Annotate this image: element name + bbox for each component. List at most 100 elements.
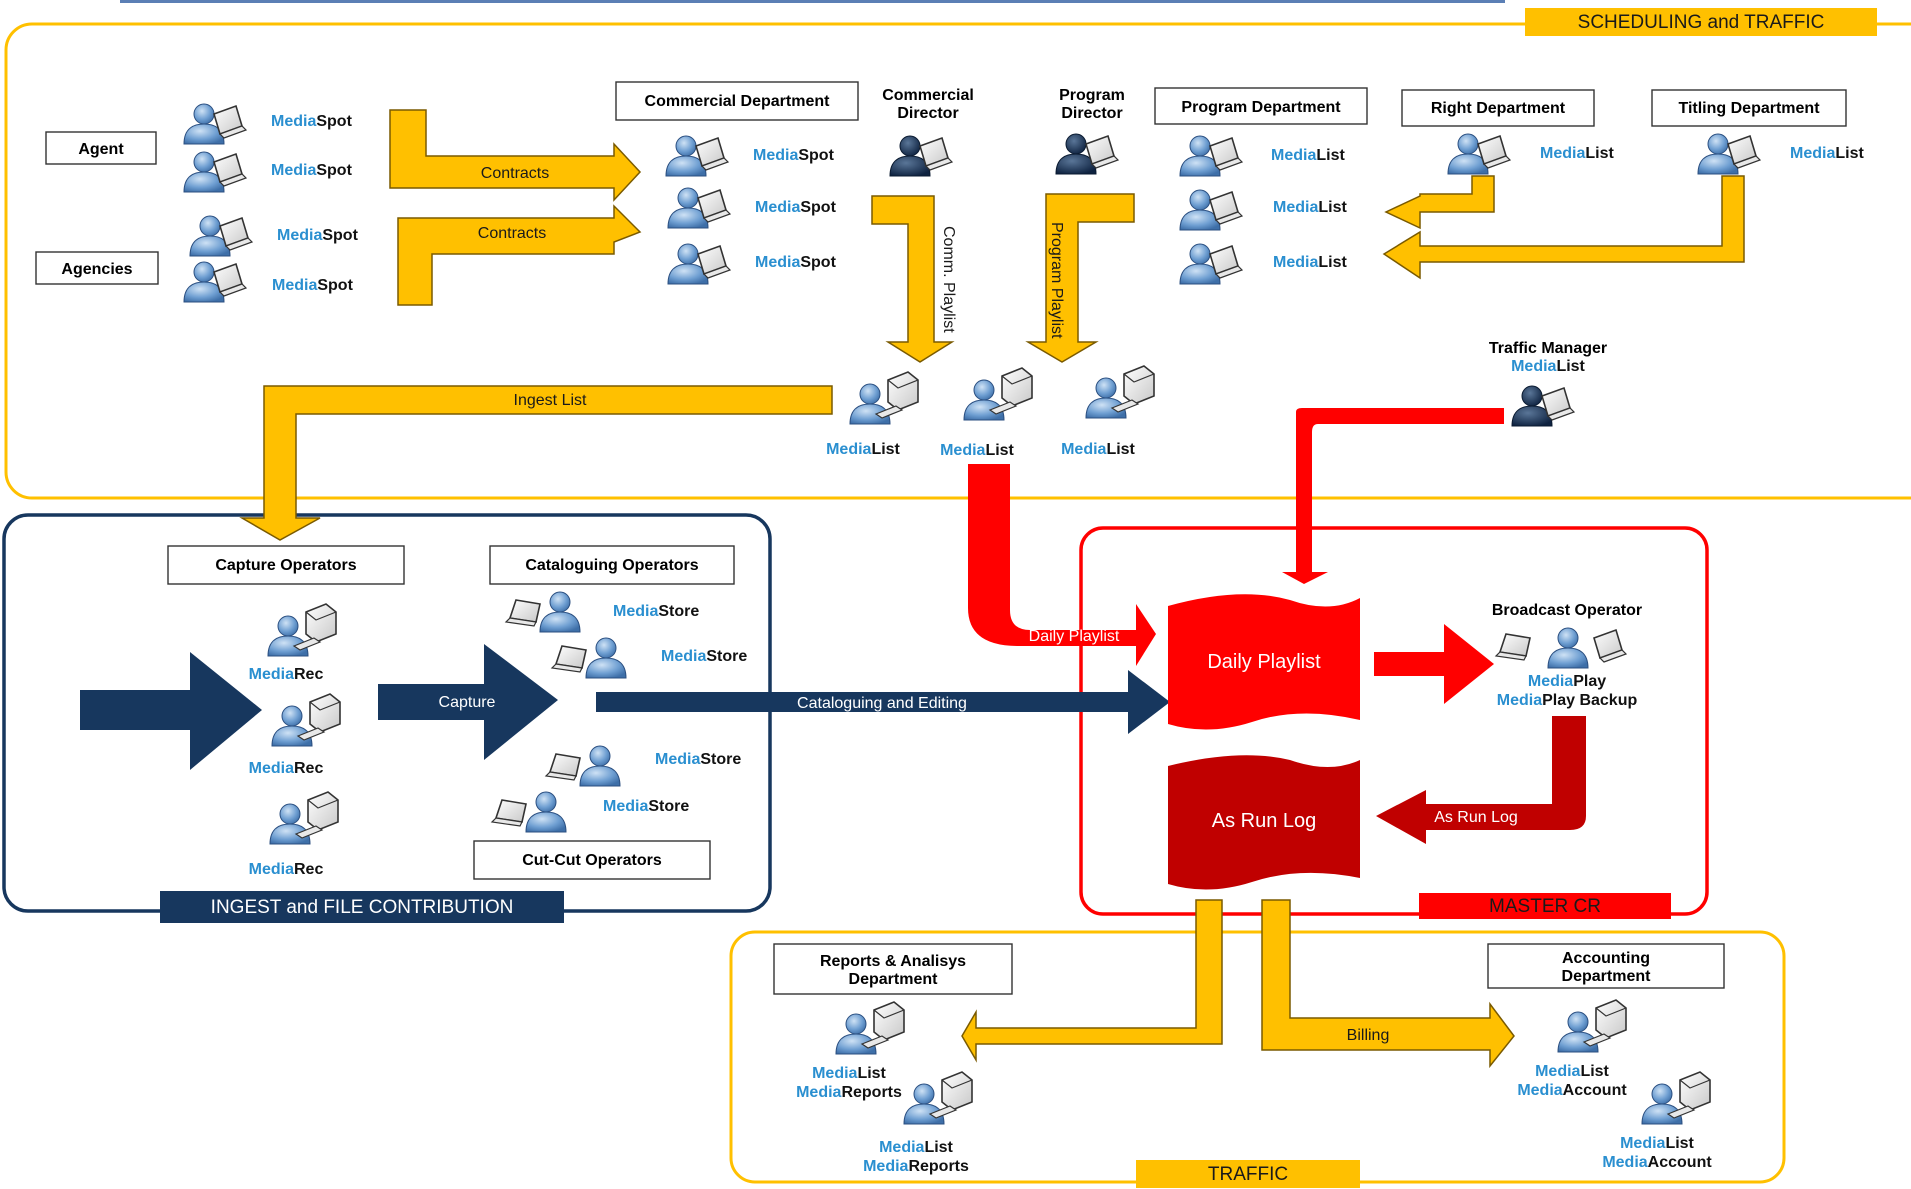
mediarec-label: MediaRec	[249, 861, 324, 878]
user-desktop-icon	[1086, 366, 1154, 418]
user-desktop-icon	[268, 604, 336, 656]
reports-arrow	[961, 899, 1223, 1063]
master-cr-frame	[1079, 526, 1709, 916]
input-arrow	[80, 652, 262, 770]
mediaplay-backup-label: MediaPlay Backup	[1497, 692, 1638, 709]
user-laptop-icon	[492, 792, 566, 832]
medialist-label: MediaList	[1790, 145, 1864, 162]
as-run-log-arrow	[1376, 716, 1586, 844]
director-icon	[890, 136, 952, 176]
daily-playlist-box-label: Daily Playlist	[1207, 651, 1321, 673]
as-run-log-arrow-label: As Run Log	[1434, 809, 1518, 826]
top-rule	[120, 0, 1505, 3]
medialist-label: MediaList	[812, 1065, 886, 1082]
capture-operators-label: Capture Operators	[215, 557, 356, 574]
as-run-log-box-label: As Run Log	[1212, 810, 1317, 832]
medialist-label: MediaList	[1511, 358, 1585, 375]
capture-arrow	[378, 644, 558, 760]
user-laptop-icon	[184, 262, 246, 302]
mediaaccount-label: MediaAccount	[1602, 1154, 1712, 1171]
user-desktop-icon	[850, 372, 918, 424]
titling-dept-label: Titling Department	[1678, 100, 1820, 117]
director-icon	[1512, 386, 1574, 426]
comm-playlist-label: Comm. Playlist	[940, 226, 957, 333]
user-desktop-icon	[272, 694, 340, 746]
program-director-label-2: Director	[1061, 105, 1122, 122]
contracts-arrow-2	[397, 204, 642, 306]
user-laptop-icon	[1180, 244, 1242, 284]
medialist-label: MediaList	[1271, 147, 1345, 164]
scheduling-section-title: SCHEDULING and TRAFFIC	[1578, 12, 1825, 33]
mediastore-label: MediaStore	[613, 603, 699, 620]
broadcast-operator-label: Broadcast Operator	[1492, 602, 1642, 619]
cataloguing-arrow	[596, 670, 1170, 734]
mediarec-label: MediaRec	[249, 666, 324, 683]
user-laptop-icon	[546, 746, 620, 786]
medialist-label: MediaList	[1061, 441, 1135, 458]
mediaplay-label: MediaPlay	[1528, 673, 1606, 690]
medialist-label: MediaList	[879, 1139, 953, 1156]
label-boxes	[35, 81, 1847, 995]
accounting-dept-label-1: Accounting	[1562, 950, 1650, 967]
medialist-label: MediaList	[1273, 254, 1347, 271]
reports-dept-label-1: Reports & Analisys	[820, 953, 966, 970]
mediareports-label: MediaReports	[796, 1084, 902, 1101]
agencies-label: Agencies	[61, 261, 132, 278]
titling-dept-arrow	[1382, 175, 1745, 280]
mediaspot-label: MediaSpot	[755, 199, 837, 216]
user-laptop-icon	[552, 638, 626, 678]
mediaspot-label: MediaSpot	[277, 227, 359, 244]
user-icons	[184, 104, 1760, 1124]
user-laptop-icon	[666, 136, 728, 176]
master-cr-section-title: MASTER CR	[1489, 896, 1601, 917]
user-desktop-icon	[270, 792, 338, 844]
contracts-arrow-1	[389, 109, 642, 202]
mediaspot-label: MediaSpot	[753, 147, 835, 164]
traffic-section-title: TRAFFIC	[1208, 1164, 1288, 1185]
commercial-director-label-2: Director	[897, 105, 958, 122]
mediaspot-label: MediaSpot	[271, 162, 353, 179]
program-playlist-label: Program Playlist	[1048, 222, 1065, 339]
user-laptop-icon	[668, 188, 730, 228]
right-dept-arrow	[1384, 175, 1495, 230]
commercial-director-label-1: Commercial	[882, 87, 974, 104]
medialist-label: MediaList	[1273, 199, 1347, 216]
mediastore-label: MediaStore	[661, 648, 747, 665]
commercial-dept-label: Commercial Department	[645, 93, 831, 110]
contracts-label-1: Contracts	[481, 165, 549, 182]
comm-playlist-arrow	[871, 195, 955, 363]
billing-label: Billing	[1347, 1027, 1390, 1044]
user-laptop-icon	[184, 104, 246, 144]
user-laptop-icon	[668, 244, 730, 284]
ingest-list-label: Ingest List	[514, 392, 587, 409]
user-laptop-icon	[184, 152, 246, 192]
traffic-section-tab	[1136, 1160, 1360, 1188]
medialist-label: MediaList	[1535, 1063, 1609, 1080]
program-director-label-1: Program	[1059, 87, 1125, 104]
user-laptop-icon	[190, 216, 252, 256]
mediareports-label: MediaReports	[863, 1158, 969, 1175]
user-laptop-icon	[1698, 134, 1760, 174]
daily-playlist-arrow	[968, 464, 1156, 666]
daily-playlist-arrow-label: Daily Playlist	[1029, 628, 1120, 645]
as-run-log-box	[1168, 755, 1360, 890]
user-laptop-icon	[1180, 190, 1242, 230]
cataloguing-operators-label: Cataloguing Operators	[525, 557, 698, 574]
program-dept-label: Program Department	[1181, 99, 1341, 116]
mediastore-label: MediaStore	[655, 751, 741, 768]
mediaspot-label: MediaSpot	[271, 113, 353, 130]
cutcut-operators-label: Cut-Cut Operators	[522, 852, 662, 869]
user-desktop-icon	[836, 1002, 904, 1054]
program-playlist-arrow	[1025, 193, 1135, 363]
master-cr-section-tab	[1419, 893, 1671, 919]
mediastore-label: MediaStore	[603, 798, 689, 815]
reports-dept-label-2: Department	[849, 971, 939, 988]
medialist-label: MediaList	[1620, 1135, 1694, 1152]
user-laptop-icon	[1180, 136, 1242, 176]
daily-playlist-box	[1168, 594, 1360, 730]
traffic-manager-label: Traffic Manager	[1489, 340, 1607, 357]
user-desktop-icon	[904, 1072, 972, 1124]
contracts-label-2: Contracts	[478, 225, 546, 242]
